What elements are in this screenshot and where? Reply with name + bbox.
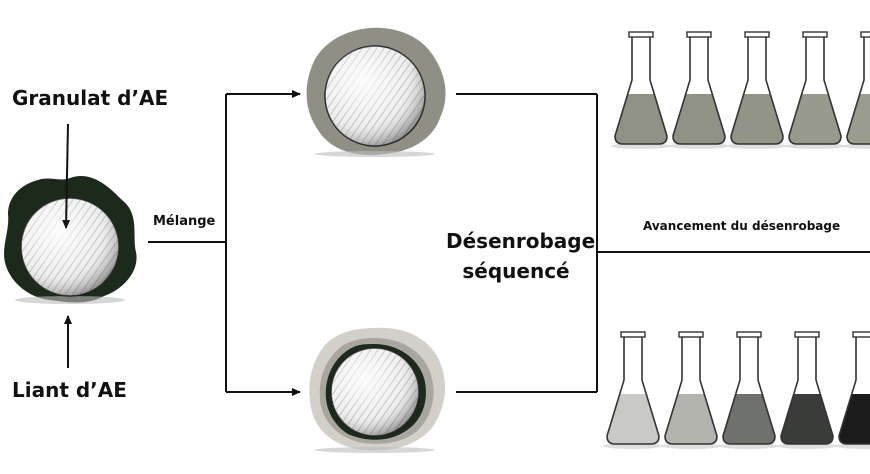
flask-rim — [744, 31, 770, 38]
flask-bottom-5 — [835, 331, 870, 449]
flask-top-4 — [785, 31, 845, 149]
flask-outline — [722, 335, 776, 445]
desenrobage-label: Désenrobage séquencé — [446, 226, 596, 286]
flask-top-3 — [727, 31, 787, 149]
flask-liquid — [731, 94, 783, 144]
flask-outline — [838, 335, 870, 445]
flask-rim — [802, 31, 828, 38]
flask-liquid — [723, 394, 775, 444]
flask-liquid — [615, 94, 667, 144]
flask-liquid — [607, 394, 659, 444]
flask-row-top — [611, 31, 870, 149]
granulat-label: Granulat d’AE — [12, 86, 169, 110]
flask-outline — [606, 335, 660, 445]
flask-outline — [846, 35, 870, 145]
flask-liquid — [665, 394, 717, 444]
granulat-pointer-arrow — [62, 123, 71, 229]
desenrobage-line2: séquencé — [462, 259, 570, 283]
flask-row-bottom — [603, 331, 870, 449]
flask-liquid — [789, 94, 841, 144]
flask-rim — [628, 31, 654, 38]
flask-top-5 — [843, 31, 870, 149]
flask-rim — [620, 331, 646, 338]
flask-rim — [678, 331, 704, 338]
aggregate-bottom — [309, 327, 446, 453]
liant-label: Liant d’AE — [12, 378, 127, 402]
melange-label: Mélange — [153, 214, 216, 229]
flask-outline — [788, 35, 842, 145]
flask-rim — [736, 331, 762, 338]
flask-rim — [860, 31, 870, 38]
flask-top-2 — [669, 31, 729, 149]
flask-rim — [852, 331, 870, 338]
flask-outline — [672, 35, 726, 145]
flask-bottom-3 — [719, 331, 779, 449]
flask-bottom-1 — [603, 331, 663, 449]
flask-liquid — [839, 394, 870, 444]
flask-outline — [730, 35, 784, 145]
flask-bottom-4 — [777, 331, 837, 449]
aggregate-top — [306, 27, 446, 157]
flask-rim — [794, 331, 820, 338]
flask-liquid — [781, 394, 833, 444]
flask-liquid — [673, 94, 725, 144]
flask-liquid — [847, 94, 870, 144]
desenrobage-line1: Désenrobage — [446, 229, 596, 253]
avancement-label: Avancement du désenrobage — [643, 219, 841, 233]
flask-top-1 — [611, 31, 671, 149]
flask-outline — [780, 335, 834, 445]
flask-outline — [614, 35, 668, 145]
flask-outline — [664, 335, 718, 445]
coated-aggregate — [4, 176, 137, 304]
flask-rim — [686, 31, 712, 38]
flask-bottom-2 — [661, 331, 721, 449]
